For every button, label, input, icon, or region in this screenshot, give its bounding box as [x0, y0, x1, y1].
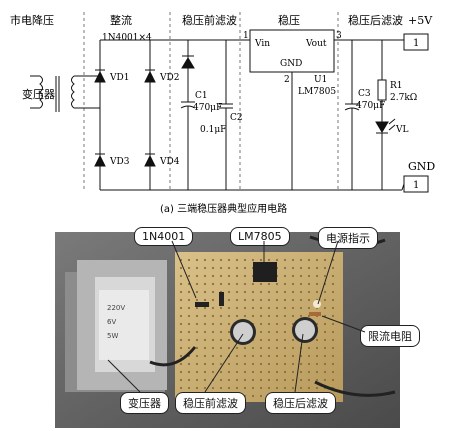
vd3-icon — [94, 154, 106, 167]
label-vd4: VD4 — [159, 157, 180, 167]
ic-part: LM7805 — [298, 87, 336, 97]
terminal-gnd-num: 1 — [413, 180, 419, 191]
callout-post-filter: 稳压后滤波 — [265, 392, 336, 414]
ic-name: U1 — [314, 75, 327, 85]
label-diode-spec: 1N4001×4 — [102, 33, 152, 43]
label-c3-value: 470μF — [356, 101, 385, 111]
label-regulate: 稳压 — [278, 13, 300, 27]
ic-vout: Vout — [305, 39, 327, 49]
label-c1: C1 — [195, 91, 208, 101]
callout-diode: 1N4001 — [134, 227, 194, 246]
label-vd1: VD1 — [109, 73, 129, 83]
label-c2: C2 — [230, 113, 243, 123]
label-vd2: VD2 — [159, 73, 179, 83]
ic-vin: Vin — [254, 39, 270, 49]
vd2-icon — [144, 70, 156, 83]
lm7805-chip — [253, 262, 277, 282]
limit-resistor — [309, 312, 321, 316]
label-gnd: GND — [408, 160, 435, 173]
label-c3: C3 — [358, 89, 371, 99]
circuit-schematic: 市电降压 整流 1N4001×4 稳压前滤波 稳压 稳压后滤波 +5V GND … — [10, 12, 435, 215]
pin-3: 3 — [336, 31, 342, 41]
label-rectify: 整流 — [110, 13, 132, 27]
callout-power-indicator: 电源指示 — [318, 227, 378, 249]
vd1-icon — [94, 70, 106, 83]
label-transformer: 变压器 — [22, 87, 55, 101]
label-c2-value: 0.1μF — [200, 125, 226, 135]
vd4-icon — [144, 154, 156, 167]
callout-regulator: LM7805 — [230, 227, 290, 246]
callout-transformer: 变压器 — [120, 392, 169, 414]
svg-text:5W: 5W — [107, 332, 118, 340]
label-r1-value: 2.7kΩ — [390, 93, 417, 103]
ic-gnd: GND — [280, 59, 302, 69]
figure-caption: (a) 三端稳压器典型应用电路 — [160, 202, 287, 215]
callout-pre-filter: 稳压前滤波 — [175, 392, 246, 414]
pin-2: 2 — [284, 75, 290, 85]
svg-text:6V: 6V — [107, 318, 116, 326]
transformer-body: 220V 6V 5W — [65, 260, 167, 392]
label-post-filter: 稳压后滤波 — [348, 13, 403, 27]
power-led — [313, 300, 321, 308]
terminal-vout-num: 1 — [413, 38, 419, 49]
svg-text:220V: 220V — [107, 304, 125, 312]
label-vd3: VD3 — [109, 157, 130, 167]
label-c1-value: 470μF — [193, 103, 222, 113]
label-mains: 市电降压 — [10, 13, 54, 27]
label-vout: +5V — [408, 14, 433, 27]
pin-1: 1 — [243, 31, 249, 41]
label-led: VL — [395, 125, 408, 135]
label-pre-filter: 稳压前滤波 — [182, 13, 237, 27]
label-r1: R1 — [390, 81, 403, 91]
callout-limit-resistor: 限流电阻 — [360, 325, 420, 347]
